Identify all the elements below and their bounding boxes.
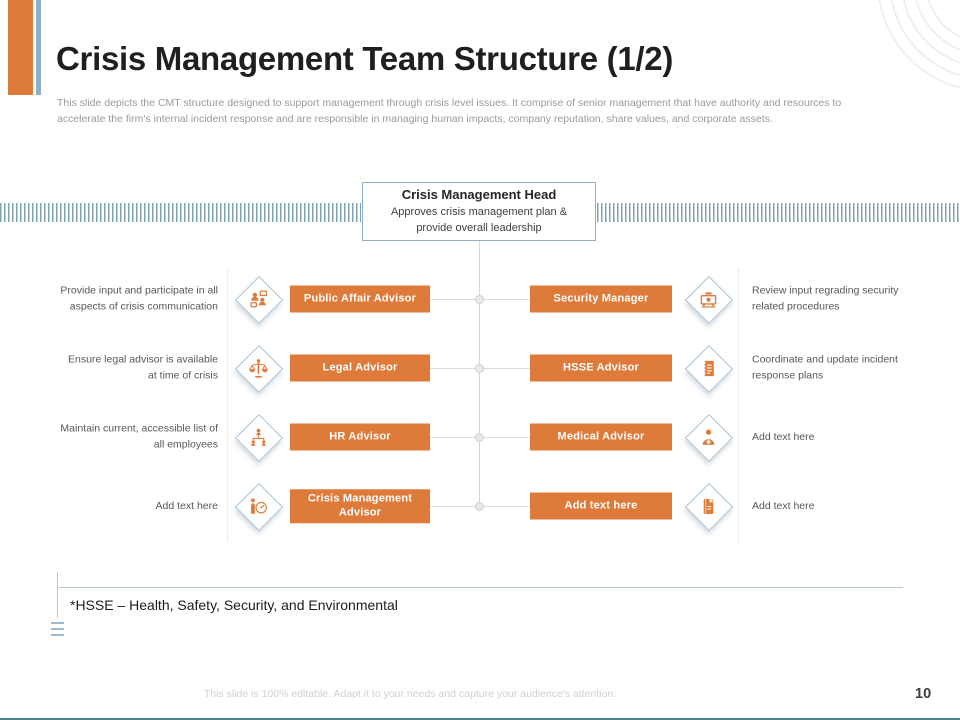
footer-dash-mark [51,634,64,636]
right-divider-line [738,268,739,542]
role-box-left: Public Affair Advisor [290,285,430,313]
top-left-blue-bar [36,0,41,95]
left-row-label: Provide input and participate in all asp… [60,284,218,313]
footer-dash-mark [51,628,64,630]
page-title: Crisis Management Team Structure (1/2) [56,40,674,77]
role-box-left: Crisis Management Advisor [290,489,430,523]
striped-band-left [0,203,361,222]
bottom-accent-line [0,718,960,720]
connector-node-dot [475,501,484,511]
footer-divider-line [57,587,903,588]
right-row-label: Review input regrading security related … [752,284,899,313]
center-connector-line [479,241,480,506]
left-row-label: Ensure legal advisor is available at tim… [68,353,218,382]
medical-person-icon [684,413,734,463]
org-hierarchy-icon [234,413,284,463]
document-lines-icon [684,344,734,394]
editable-disclaimer: This slide is 100% editable. Adapt it to… [203,688,617,700]
justice-scales-icon [234,344,284,394]
footer-dash-mark [51,622,64,624]
page-number: 10 [915,686,932,702]
footer-vertical-line [57,572,58,618]
role-box-left: HR Advisor [290,423,430,451]
org-head-description: Approves crisis management plan & provid… [390,205,568,234]
connector-node-dot [475,363,484,373]
left-divider-line [227,268,228,542]
security-camera-icon [684,275,734,325]
right-row-label: Add text here [752,430,815,443]
connector-node-dot [475,432,484,442]
person-gauge-icon [234,482,284,532]
top-left-orange-bar [8,0,33,95]
role-box-right: Add text here [530,492,672,520]
role-box-right: Security Manager [530,285,672,313]
role-box-right: Medical Advisor [530,423,672,451]
hsse-footnote: *HSSE – Health, Safety, Security, and En… [70,597,398,613]
connector-node-dot [475,294,484,304]
people-group-icon [234,275,284,325]
notebook-icon [684,482,734,532]
striped-band-right [597,203,960,222]
page-subtitle: This slide depicts the CMT structure des… [57,97,842,125]
right-row-label: Coordinate and update incident response … [752,353,898,382]
left-row-label: Maintain current, accessible list of all… [60,422,218,451]
org-head-box: Crisis Management Head Approves crisis m… [362,182,596,241]
org-head-title: Crisis Management Head [401,186,557,202]
corner-arc-decoration [877,0,960,92]
role-box-left: Legal Advisor [290,354,430,382]
role-box-right: HSSE Advisor [530,354,672,382]
left-row-label: Add text here [155,499,218,512]
right-row-label: Add text here [752,499,815,512]
